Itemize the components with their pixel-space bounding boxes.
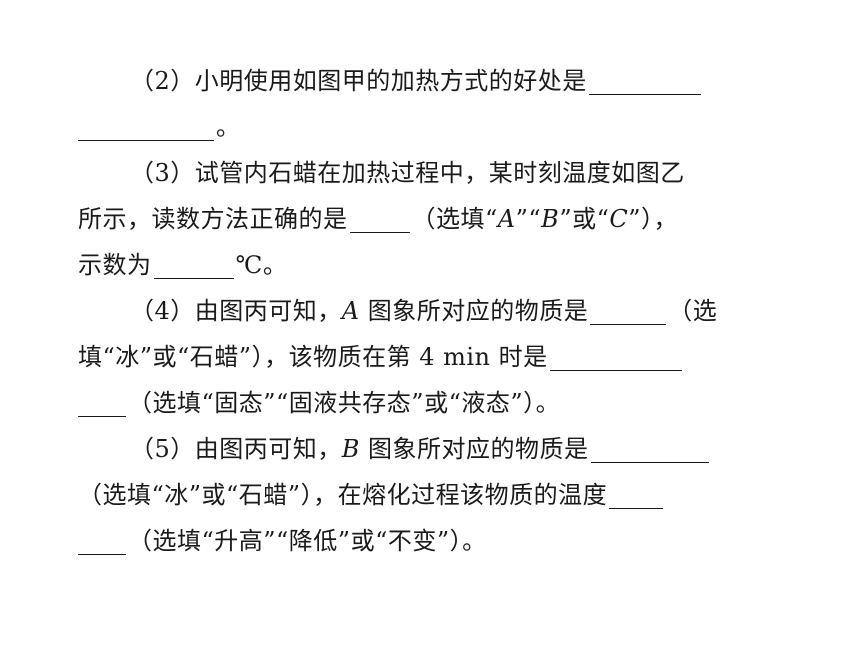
q5-text-cont: 图象所对应的物质是 xyxy=(359,435,589,463)
q3-reading-label: 示数为 xyxy=(78,251,152,279)
q3-line-3: 示数为 ℃。 xyxy=(78,242,758,288)
q3-option-c: C xyxy=(609,205,629,233)
q4-text: （4）由图丙可知， xyxy=(130,297,342,325)
q4-line-1: （4）由图丙可知，A 图象所对应的物质是 （选 xyxy=(78,288,758,334)
q3-line-1: （3）试管内石蜡在加热过程中，某时刻温度如图乙 xyxy=(78,150,758,196)
q3-temperature-blank[interactable] xyxy=(153,248,234,279)
q3-text-reading: 所示，读数方法正确的是 xyxy=(78,205,348,233)
q5-graph-b: B xyxy=(341,435,360,463)
q5-line-1: （5）由图丙可知，B 图象所对应的物质是 xyxy=(78,426,758,472)
q4-text-line2: 填“冰”或“石蜡”），该物质在第 4 min 时是 xyxy=(78,343,548,371)
q4-line-3: （选填“固态”“固液共存态”或“液态”）。 xyxy=(78,380,758,426)
q4-state-blank-cont[interactable] xyxy=(78,386,126,417)
q3-option-sep-2: ”或“ xyxy=(559,205,610,233)
q3-option-prefix: （选填“ xyxy=(411,205,498,233)
q5-temperature-blank[interactable] xyxy=(609,478,664,509)
q4-graph-a: A xyxy=(341,297,360,325)
q3-reading-method-blank[interactable] xyxy=(349,202,410,233)
q3-option-suffix: ”）， xyxy=(628,205,679,233)
q3-text: （3）试管内石蜡在加热过程中，某时刻温度如图乙 xyxy=(130,159,685,187)
q4-option-start: （选 xyxy=(668,297,718,325)
q2-period: 。 xyxy=(216,113,241,141)
q3-line-2: 所示，读数方法正确的是 （选填“A”“B”或“C”）， xyxy=(78,196,758,242)
q4-substance-blank[interactable] xyxy=(590,294,667,325)
q4-text-cont: 图象所对应的物质是 xyxy=(359,297,589,325)
q2-line-2: 。 xyxy=(78,104,758,150)
q4-options: （选填“固态”“固液共存态”或“液态”）。 xyxy=(128,389,561,417)
q5-substance-blank[interactable] xyxy=(590,432,709,463)
q3-option-a: A xyxy=(497,205,516,233)
q3-unit: ℃。 xyxy=(235,251,288,279)
q2-answer-blank-cont[interactable] xyxy=(78,110,214,141)
q4-state-blank[interactable] xyxy=(549,340,682,371)
q5-options: （选填“升高”“降低”或“不变”）。 xyxy=(128,527,487,555)
q2-answer-blank[interactable] xyxy=(588,64,701,95)
q3-option-sep-1: ”“ xyxy=(515,205,542,233)
q5-line-3: （选填“升高”“降低”或“不变”）。 xyxy=(78,518,758,564)
question-text: （2）小明使用如图甲的加热方式的好处是 。 （3）试管内石蜡在加热过程中，某时刻… xyxy=(78,58,758,564)
q2-text: （2）小明使用如图甲的加热方式的好处是 xyxy=(130,67,587,95)
q5-text-line2: （选填“冰”或“石蜡”），在熔化过程该物质的温度 xyxy=(78,481,608,509)
q5-text: （5）由图丙可知， xyxy=(130,435,342,463)
q3-option-b: B xyxy=(541,205,560,233)
q5-line-2: （选填“冰”或“石蜡”），在熔化过程该物质的温度 xyxy=(78,472,758,518)
q2-line-1: （2）小明使用如图甲的加热方式的好处是 xyxy=(78,58,758,104)
q4-line-2: 填“冰”或“石蜡”），该物质在第 4 min 时是 xyxy=(78,334,758,380)
q5-temperature-blank-cont[interactable] xyxy=(78,524,126,555)
